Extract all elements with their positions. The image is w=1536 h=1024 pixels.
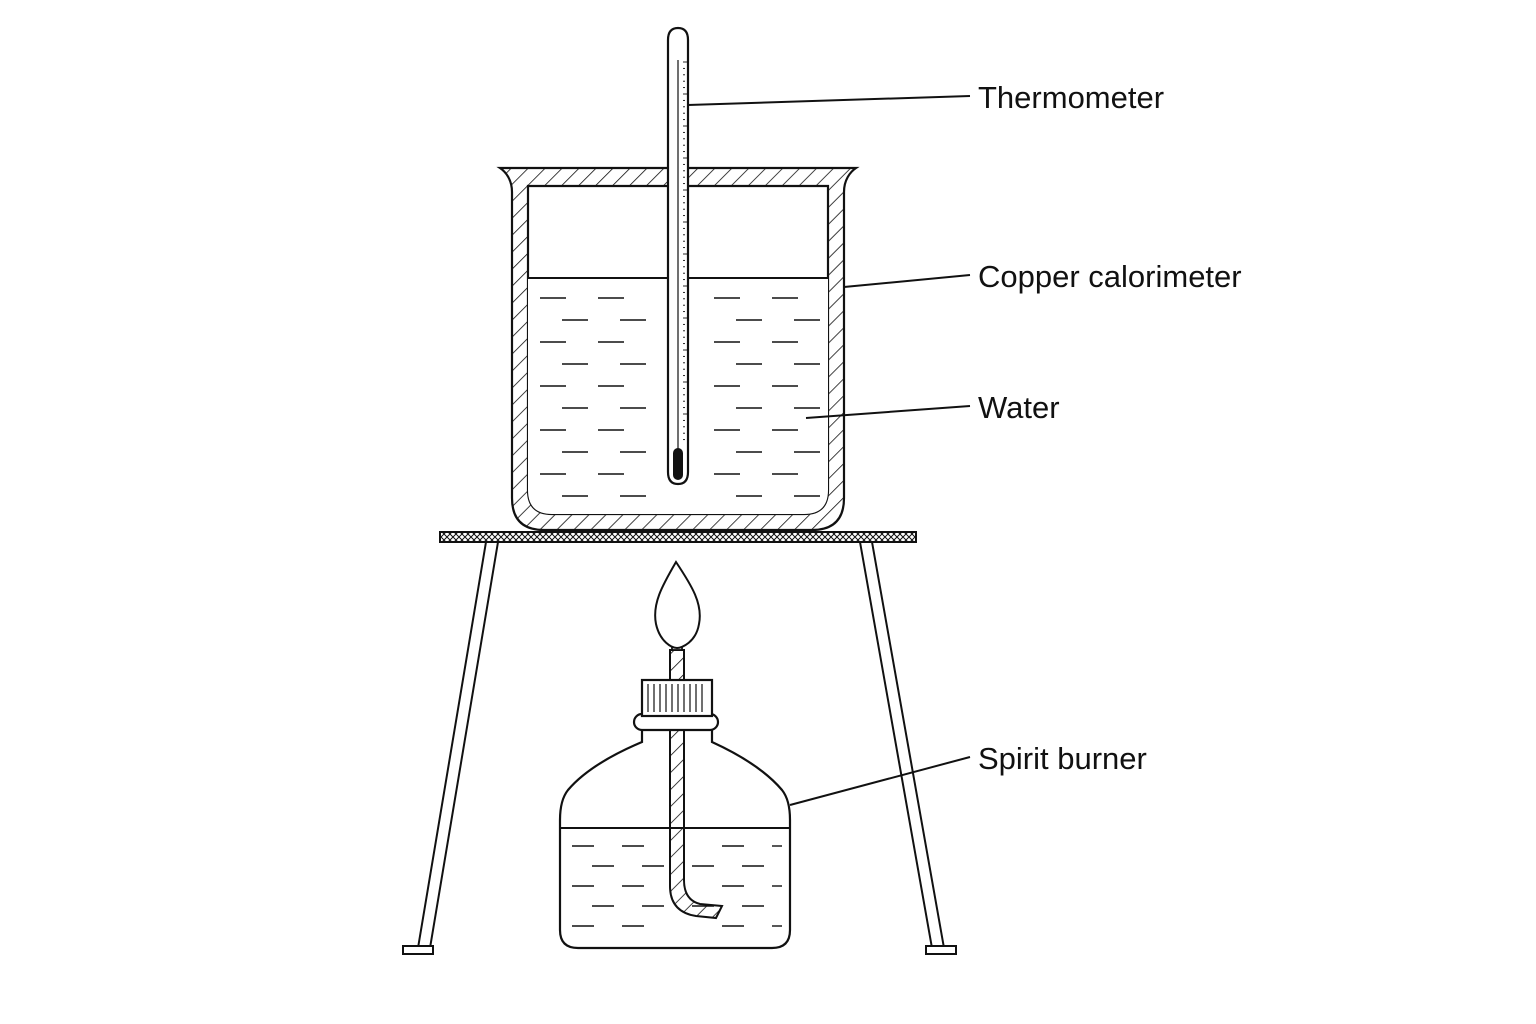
label-spirit-burner: Spirit burner — [978, 741, 1147, 776]
water-dashes — [540, 297, 820, 497]
tripod-stand — [402, 531, 957, 955]
burner-cap-ridges — [647, 684, 703, 712]
thermometer — [666, 26, 690, 486]
thermometer-bulb — [673, 448, 683, 480]
spirit-burner — [558, 560, 792, 950]
leader-water — [805, 405, 971, 419]
thermometer-scale — [683, 61, 688, 441]
label-thermometer: Thermometer — [978, 80, 1164, 115]
leader-burner — [789, 756, 971, 806]
leader-calorimeter — [843, 274, 971, 288]
leader-thermometer — [687, 95, 971, 106]
tripod-foot-right — [925, 945, 957, 955]
tripod-foot-left — [402, 945, 434, 955]
wire-gauze — [439, 531, 917, 543]
label-copper-calorimeter: Copper calorimeter — [978, 259, 1242, 294]
fuel-dashes — [572, 845, 782, 927]
leader-lines — [687, 95, 971, 806]
label-water: Water — [978, 390, 1060, 425]
flame-icon — [654, 560, 701, 650]
tripod-leg-right — [858, 541, 946, 949]
tripod-leg-left — [416, 541, 500, 949]
